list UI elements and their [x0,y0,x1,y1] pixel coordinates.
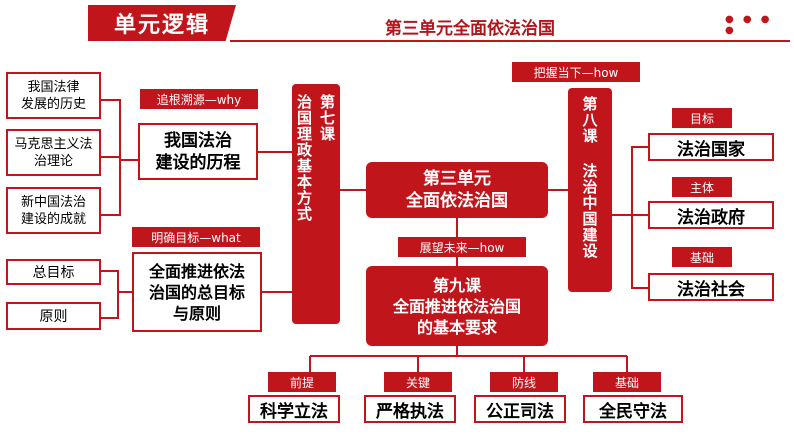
right-item-rule-of-law-government: 法治政府 [648,201,774,229]
page-title: 第三单元全面依法治国 [385,19,555,39]
bottom-item-label: 严格执法 [376,401,444,422]
bottom-tag-foundation: 基础 [593,372,661,392]
tag-why: 追根溯源—why [140,89,258,109]
unit-logic-badge: 单元逻辑 [88,5,236,41]
right-tag-goal: 目标 [672,108,732,128]
left-item-label: 新中国法治 建设的成就 [20,194,86,227]
tag-present: 把握当下—how [512,62,640,82]
bottom-item-label: 全民守法 [599,401,667,422]
unit-logic-badge-text: 单元逻辑 [113,13,210,38]
left-item-achievements: 新中国法治 建设的成就 [6,187,101,234]
left-item-law-history: 我国法律 发展的历史 [6,72,101,119]
bottom-tag-defense: 防线 [490,372,558,392]
left-item-label: 马克思主义法 治理论 [14,136,93,169]
box-overall-goal: 全面推进依法 治国的总目标 与原则 [132,252,262,332]
goal-item-overall: 总目标 [6,259,101,285]
left-item-label: 我国法律 发展的历史 [20,79,86,112]
right-item-rule-of-law-state: 法治国家 [648,133,774,161]
right-item-label: 法治政府 [677,207,745,228]
bottom-item-fair-justice: 公正司法 [474,395,566,423]
lesson7-title-b: 治国理政基本方式 [295,94,313,222]
goal-item-label: 总目标 [32,265,75,281]
bottom-item-universal-compliance: 全民守法 [583,395,683,423]
bottom-item-scientific-legislation: 科学立法 [248,395,340,423]
lesson9-label: 第九课 全面推进依法治国 的基本要求 [392,275,521,337]
bottom-item-label: 公正司法 [486,401,554,422]
unit-center-label: 第三单元 全面依法治国 [406,169,508,211]
right-tag-foundation: 基础 [672,247,732,267]
right-item-label: 法治社会 [677,279,745,300]
right-tag-subject: 主体 [672,177,732,197]
lesson7-title-a: 第七课 [318,94,336,142]
goal-item-principle: 原则 [6,302,101,330]
lesson9-box: 第九课 全面推进依法治国 的基本要求 [366,266,548,346]
tag-what: 明确目标—what [132,227,260,247]
box-legal-history-label: 我国法治 建设的历程 [155,130,241,173]
bottom-tag-premise: 前提 [268,372,336,392]
box-legal-history: 我国法治 建设的历程 [138,123,258,180]
lesson8-title: 第八课 法治中国建设 [580,96,599,259]
bottom-item-strict-enforcement: 严格执法 [364,395,456,423]
box-overall-goal-label: 全面推进依法 治国的总目标 与原则 [148,261,245,323]
left-item-marxism: 马克思主义法 治理论 [6,129,101,176]
bottom-tag-key: 关键 [384,372,452,392]
header-dots: ● ● ● ● [725,14,773,36]
goal-item-label: 原则 [39,309,68,325]
bottom-item-label: 科学立法 [260,401,328,422]
right-item-label: 法治国家 [677,139,745,160]
lesson8-column: 第八课 法治中国建设 [568,88,612,292]
unit-center-box: 第三单元 全面依法治国 [366,162,548,218]
header-line [230,40,790,42]
tag-future: 展望未来—how [398,237,526,257]
right-item-rule-of-law-society: 法治社会 [648,273,774,301]
lesson7-column: 第七课 治国理政基本方式 [292,84,340,324]
